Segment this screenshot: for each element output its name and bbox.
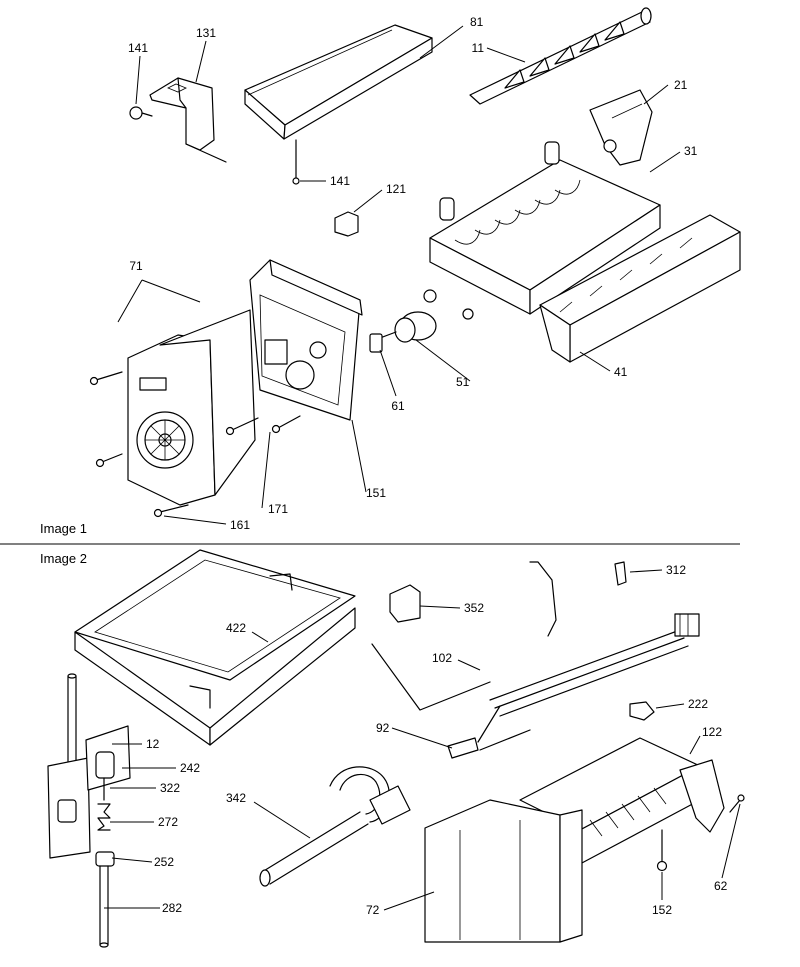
callout-141-a: 141 [128,41,148,55]
callout-282: 282 [162,901,182,915]
part-312-pin [614,561,627,586]
image-2-assembly [47,549,745,948]
callout-151: 151 [366,486,386,500]
callout-21: 21 [674,78,688,92]
part-72-front-cover [424,799,583,943]
callout-171: 171 [268,502,288,516]
callout-41: 41 [614,365,628,379]
part-342-fill-tube [259,766,411,887]
callout-252: 252 [154,855,174,869]
callout-352: 352 [464,601,484,615]
callout-121: 121 [386,182,406,196]
callout-242: 242 [180,761,200,775]
callout-31: 31 [684,144,698,158]
part-422-ice-bin [74,549,356,746]
part-71-motor-housing [127,309,256,506]
callout-322: 322 [160,781,180,795]
callout-71: 71 [129,259,143,273]
callout-12: 12 [146,737,160,751]
part-222-clip [629,701,655,721]
part-141-screw-top-left [129,106,153,120]
callout-72: 72 [366,903,380,917]
part-51-motor [379,289,474,343]
callout-81: 81 [470,15,484,29]
part-62-screw [729,794,745,813]
part-102-wire-arm [371,561,700,717]
leaders-image-2 [104,569,741,911]
callout-131: 131 [196,26,216,40]
callout-342: 342 [226,791,246,805]
part-151-housing [249,259,363,421]
callout-61: 61 [391,399,405,413]
labels-image-2: 312 352 422 102 222 92 122 12 242 322 34… [146,563,728,917]
water-valve-assembly [47,673,131,948]
callout-141-b: 141 [330,174,350,188]
part-11-ejector [469,7,652,105]
callout-272: 272 [158,815,178,829]
image-1-assembly [89,7,741,518]
callout-222: 222 [688,697,708,711]
caption-image-2: Image 2 [40,551,87,566]
part-81-plate [244,24,433,140]
part-121-clip [334,211,359,237]
part-61-thermostat [369,333,383,353]
part-141-screw-center [292,139,300,185]
callout-422: 422 [226,621,246,635]
screws-image-1 [89,371,301,518]
part-21-bearing [589,89,653,166]
labels-image-1: 141 131 81 11 21 31 141 121 71 51 61 41 … [128,15,698,532]
callout-102: 102 [432,651,452,665]
callout-312: 312 [666,563,686,577]
part-31-mold [429,141,661,315]
callout-122: 122 [702,725,722,739]
part-352-clip [389,584,421,623]
part-152-screw [656,829,668,872]
callout-51: 51 [456,375,470,389]
leaders-image-1 [117,25,681,525]
callout-62: 62 [714,879,728,893]
part-92-connector [447,705,531,759]
callout-92: 92 [376,721,390,735]
part-122-icemaker [519,737,725,865]
callout-152: 152 [652,903,672,917]
part-131-bracket [149,77,227,163]
part-41-stripper [539,214,741,363]
callout-161: 161 [230,518,250,532]
caption-image-1: Image 1 [40,521,87,536]
callout-11: 11 [472,41,485,55]
